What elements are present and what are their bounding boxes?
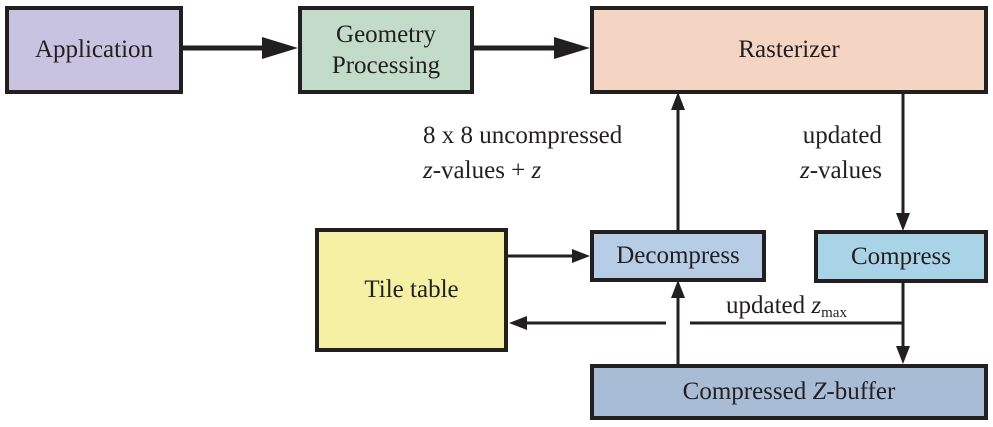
- tile-table-box: Tile table: [315, 228, 508, 352]
- arrowhead-zmax-to-tiletable: [509, 316, 527, 330]
- zbuffer-label-suffix: -buffer: [826, 378, 896, 406]
- arrowhead-tiletable-to-decompress: [572, 249, 590, 263]
- arrowhead-compress-to-zbuffer: [896, 346, 910, 364]
- compressed-zbuffer-box: Compressed Z-buffer: [590, 364, 988, 420]
- updated-zmax-sub: max: [821, 305, 847, 321]
- application-label: Application: [34, 36, 154, 64]
- rasterizer-box: Rasterizer: [590, 6, 988, 94]
- uncompressed-line2: z-values + z: [423, 153, 622, 188]
- updated-zmax-label: updated zmax: [726, 288, 847, 324]
- updated-z-values-label: updated z-values: [800, 118, 882, 188]
- uncompressed-line2-z1: z: [423, 157, 433, 184]
- arrowhead-decompress-to-rasterizer: [671, 92, 685, 110]
- application-box: Application: [5, 6, 183, 94]
- decompress-label: Decompress: [616, 242, 740, 270]
- uncompressed-values-label: 8 x 8 uncompressed z-values + z: [423, 118, 622, 188]
- uncompressed-line2-mid: -values +: [432, 157, 532, 184]
- rasterizer-label: Rasterizer: [738, 36, 840, 64]
- uncompressed-line2-z2: z: [531, 157, 542, 184]
- updated-zmax-prefix: updated: [726, 292, 812, 319]
- zbuffer-label-prefix: Compressed: [682, 378, 813, 406]
- arrowhead-rasterizer-to-compress: [896, 213, 910, 231]
- compress-box: Compress: [814, 230, 988, 283]
- uncompressed-line1: 8 x 8 uncompressed: [423, 122, 623, 149]
- geometry-processing-box: Geometry Processing: [298, 6, 474, 94]
- updated-z-line2-rest: -values: [809, 157, 882, 184]
- geometry-label-line2: Processing: [331, 52, 441, 79]
- zbuffer-label: Compressed Z-buffer: [683, 376, 896, 407]
- updated-zmax-z: z: [811, 292, 822, 319]
- updated-z-line1: updated: [802, 122, 882, 149]
- updated-z-line2-z: z: [800, 157, 810, 184]
- arrowhead-geometry-to-rasterizer: [554, 37, 590, 59]
- decompress-box: Decompress: [590, 230, 766, 282]
- updated-z-line2: z-values: [800, 153, 882, 188]
- arrowhead-application-to-geometry: [262, 37, 298, 59]
- compress-label: Compress: [851, 242, 951, 270]
- arrowhead-zbuffer-to-decompress: [671, 280, 685, 298]
- zbuffer-label-italic: Z: [812, 378, 827, 406]
- tile-table-label: Tile table: [364, 276, 459, 304]
- geometry-label-line1: Geometry: [336, 20, 436, 48]
